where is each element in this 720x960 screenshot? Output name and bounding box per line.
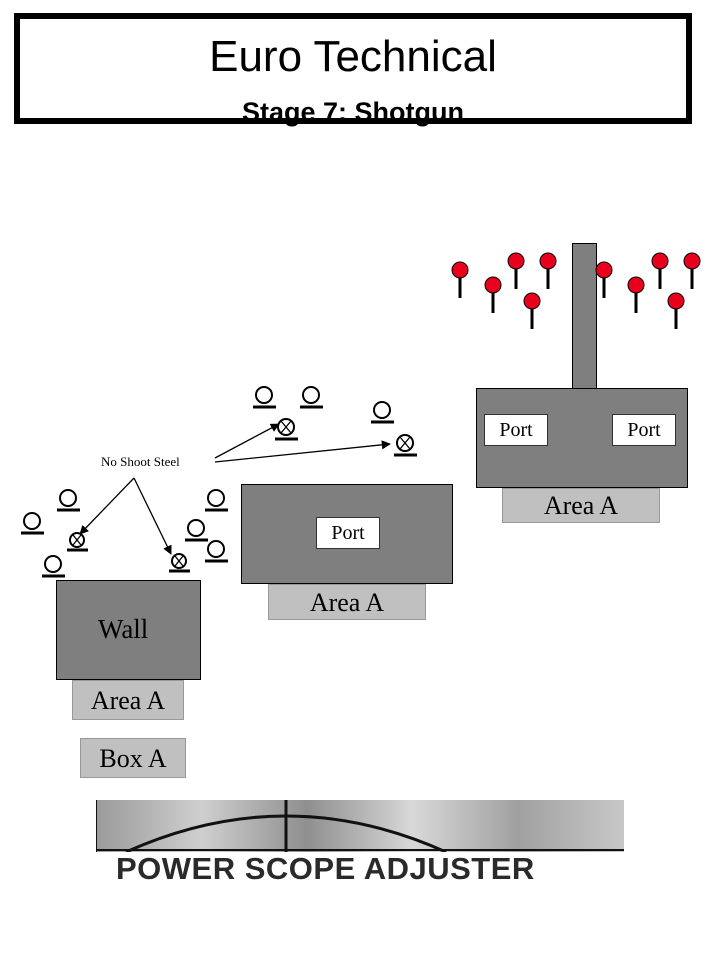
area-a-label-right: Area A xyxy=(502,488,660,523)
steel-plate-icon xyxy=(42,555,65,578)
banner-text: POWER SCOPE ADJUSTER xyxy=(116,851,535,886)
right-port-right: Port xyxy=(612,414,676,446)
stage-subtitle: Stage 7: Shotgun xyxy=(242,97,464,127)
popper-target-icon xyxy=(539,252,557,289)
popper-target-icon xyxy=(595,261,613,298)
right-port-left: Port xyxy=(484,414,548,446)
popper-target-icon xyxy=(627,276,645,313)
no-shoot-steel-icon xyxy=(67,532,88,552)
no-shoot-steel-icon xyxy=(394,434,417,457)
popper-target-icon xyxy=(667,292,685,329)
no-shoot-steel-icon xyxy=(275,418,298,441)
arrow-to-steel-center xyxy=(133,477,172,555)
arrow-to-steel-left xyxy=(79,477,135,535)
popper-target-icon xyxy=(523,292,541,329)
banner-text-strip xyxy=(96,852,624,886)
page-title: Euro Technical xyxy=(209,32,497,81)
steel-plate-icon xyxy=(185,519,208,542)
area-a-label-left: Area A xyxy=(72,680,184,720)
vertical-post xyxy=(572,243,597,390)
no-shoot-steel-note: No Shoot Steel xyxy=(101,454,180,469)
steel-plate-icon xyxy=(253,386,276,409)
area-a-label-middle: Area A xyxy=(268,584,426,620)
popper-target-icon xyxy=(507,252,525,289)
steel-plate-icon xyxy=(371,401,394,424)
no-shoot-steel-icon xyxy=(169,553,190,573)
wall-label: Wall xyxy=(98,614,149,644)
middle-port: Port xyxy=(316,517,380,549)
steel-plate-icon xyxy=(300,386,323,409)
box-a-label: Box A xyxy=(80,738,186,778)
steel-plate-icon xyxy=(205,540,228,563)
sponsor-banner: POWER SCOPE ADJUSTER xyxy=(96,800,624,886)
popper-target-icon xyxy=(651,252,669,289)
popper-target-icon xyxy=(451,261,469,298)
arrow-to-steel-top xyxy=(214,423,280,459)
arrow-to-steel-right xyxy=(214,440,391,463)
stage-title-box: Euro Technical Stage 7: Shotgun xyxy=(14,13,692,127)
wall-barricade xyxy=(56,580,201,680)
popper-target-icon xyxy=(484,276,502,313)
popper-target-icon xyxy=(683,252,701,289)
scope-reticle-icon xyxy=(96,800,624,886)
steel-plate-icon xyxy=(21,512,44,535)
steel-plate-icon xyxy=(57,489,80,512)
steel-plate-icon xyxy=(205,489,228,512)
